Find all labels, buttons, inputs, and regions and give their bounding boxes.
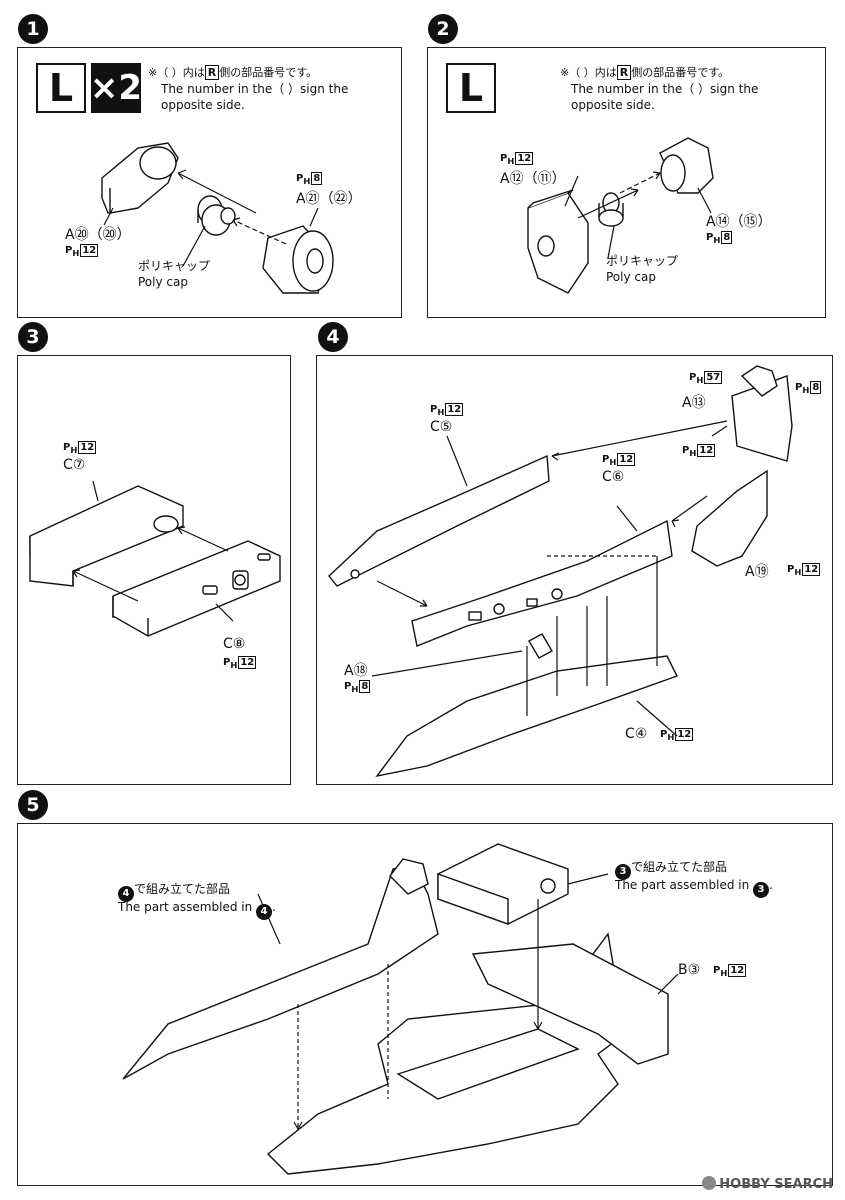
note-en-line2: opposite side. <box>161 98 245 112</box>
part-label-c5: C⑤ <box>430 419 453 435</box>
note-en-line1: The number in the（ ）sign the <box>571 82 759 96</box>
ref-step4-en: The part assembled in 4. <box>118 899 276 920</box>
part-label-c7: C⑦ <box>63 457 86 473</box>
part-label-a12: A⑫（⑪） <box>500 171 566 187</box>
part-label-b3: B③ <box>678 962 701 978</box>
part-label-a21: A㉑（㉒） <box>296 191 362 207</box>
step-5-drawing <box>122 843 679 1175</box>
polycap-jp: ポリキャップ <box>606 254 679 268</box>
ref-step3-en: The part assembled in 3. <box>615 877 773 898</box>
watermark: HOBBY SEARCH <box>702 1176 833 1192</box>
polycap-en: Poly cap <box>138 275 188 289</box>
part-label-c4: C④ <box>625 726 648 742</box>
part-label-a20: A⑳（⑳） <box>65 227 131 243</box>
hobbysearch-logo-icon <box>702 1176 717 1190</box>
part-label-a13: A⑬ <box>682 395 706 411</box>
part-label-c6: C⑥ <box>602 469 625 485</box>
part-label-a19: A⑲ <box>745 564 769 580</box>
part-label-a18: A⑱ <box>344 663 368 679</box>
part-label-a14: A⑭（⑮） <box>706 214 772 230</box>
part-label-c8: C⑧ <box>223 636 246 652</box>
side-left-badge: L <box>36 63 86 113</box>
step-5-number: 5 <box>18 790 48 820</box>
step-3-drawing <box>29 480 281 637</box>
step-4-number: 4 <box>318 322 348 352</box>
multiplier-badge: ×2 <box>90 63 142 113</box>
step-1-number: 1 <box>18 14 48 44</box>
step-2-drawing <box>527 137 714 294</box>
note-en-line1: The number in the（ ）sign the <box>161 82 349 96</box>
step-2-number: 2 <box>428 14 458 44</box>
step-1-drawing <box>101 142 334 294</box>
step-3-number: 3 <box>18 322 48 352</box>
polycap-jp: ポリキャップ <box>138 259 211 273</box>
note-en-line2: opposite side. <box>571 98 655 112</box>
side-left-badge: L <box>446 63 496 113</box>
step-4-drawing <box>328 365 793 778</box>
polycap-en: Poly cap <box>606 270 656 284</box>
